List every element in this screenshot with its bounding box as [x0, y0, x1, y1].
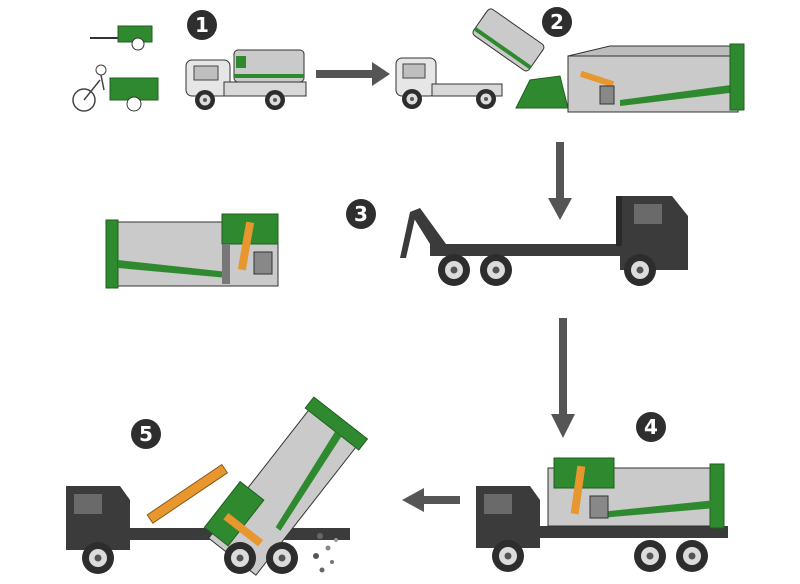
detached-container [105, 213, 279, 289]
falling-waste [313, 533, 338, 573]
step-5-group: 5 [66, 396, 369, 576]
dumping-truck [66, 396, 369, 576]
loaded-truck [476, 457, 728, 572]
arrow-down-2 [551, 318, 575, 438]
step-1-number: 1 [195, 13, 209, 37]
step-2-group: 2 [395, 7, 745, 113]
step-2-number: 2 [550, 10, 564, 34]
step-3-badge: 3 [346, 199, 376, 229]
small-truck-tipping [395, 8, 545, 109]
arrow-right-1 [316, 62, 390, 86]
step-1-group: 1 [72, 10, 307, 112]
compactor-station-step-2 [567, 43, 745, 113]
step-4-group: 4 [476, 412, 728, 572]
receiving-hopper [515, 75, 569, 109]
step-1-badge: 1 [187, 10, 217, 40]
hook-lift-truck [400, 196, 688, 286]
tricycle-icon [72, 64, 159, 112]
step-2-badge: 2 [542, 7, 572, 37]
step-3-group: 3 [105, 196, 688, 289]
arrow-down-1 [548, 142, 572, 220]
step-3-number: 3 [354, 202, 368, 226]
step-4-number: 4 [644, 415, 658, 439]
arrow-left-1 [402, 488, 460, 512]
hand-cart-icon [90, 25, 153, 51]
small-collection-truck [185, 49, 307, 110]
step-4-badge: 4 [636, 412, 666, 442]
step-5-badge: 5 [131, 419, 161, 449]
step-5-number: 5 [139, 422, 153, 446]
